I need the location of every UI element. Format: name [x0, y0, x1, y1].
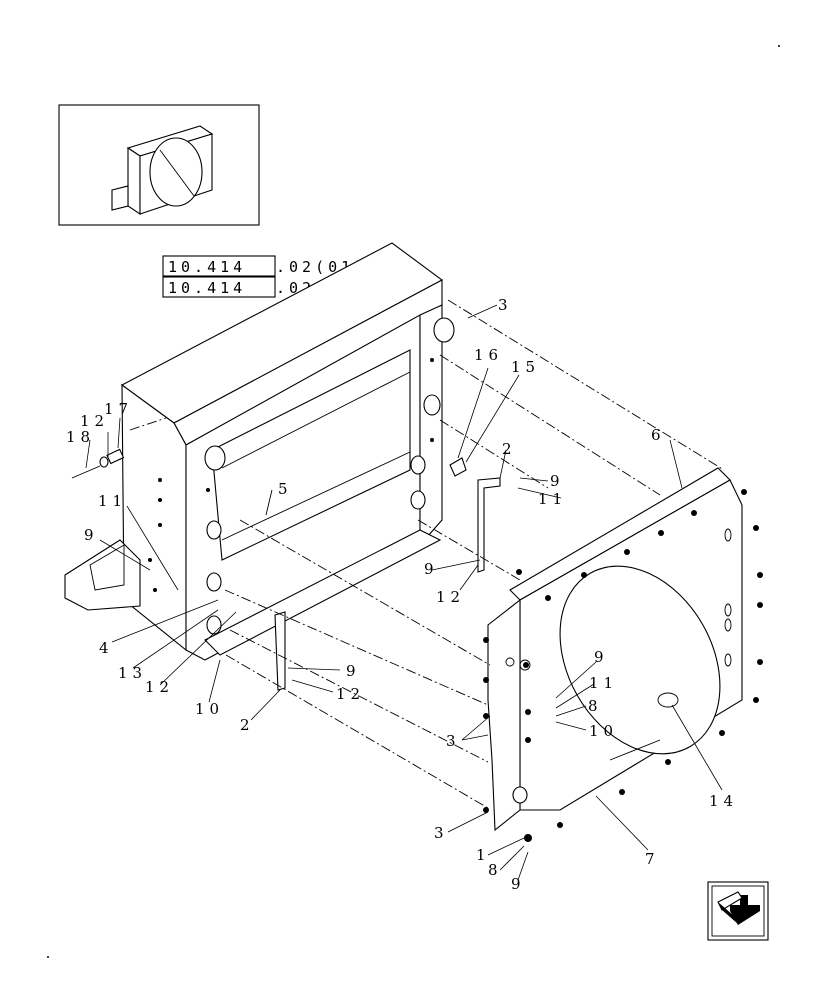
reference-code: 10.414 — [168, 279, 246, 297]
thumbnail-inset[interactable] — [58, 104, 260, 226]
callout: 7 — [645, 850, 660, 868]
callout: 17 — [104, 400, 133, 418]
callout: 10 — [589, 722, 618, 740]
callouts: 3 16 15 17 12 18 2 9 11 5 6 11 9 9 12 4 … — [66, 296, 738, 893]
callout: 1 — [476, 846, 491, 864]
callout: 9 — [84, 526, 99, 544]
callout: 9 — [424, 560, 439, 578]
callout: 8 — [488, 861, 503, 879]
callout: 11 — [98, 492, 127, 510]
callout: 9 — [346, 662, 361, 680]
callout: 16 — [474, 346, 503, 364]
reference-code: 10.414 — [168, 258, 246, 276]
callout: 2 — [502, 440, 517, 458]
fan-shroud — [487, 467, 743, 832]
callout: 5 — [278, 480, 293, 498]
callout: 2 — [240, 716, 255, 734]
hose-outlet-upper-icon — [204, 317, 455, 635]
callout: 12 — [436, 588, 465, 606]
leader-lines — [85, 304, 723, 881]
callout: 3 — [498, 296, 513, 314]
callout: 10 — [195, 700, 224, 718]
callout: 3 — [446, 732, 461, 750]
callout: 13 — [118, 664, 147, 682]
callout: 14 — [709, 792, 738, 810]
radiator-assembly-thumbnail-icon — [111, 125, 214, 216]
assembly-lines — [129, 299, 725, 809]
callout: 9 — [550, 472, 565, 490]
callout: 11 — [538, 490, 567, 508]
callout: 11 — [589, 674, 618, 692]
callout: 12 — [336, 685, 365, 703]
callout: 9 — [511, 875, 526, 893]
callout: 12 — [80, 412, 109, 430]
callout: 15 — [511, 358, 540, 376]
callout: 9 — [594, 648, 609, 666]
callout: 4 — [99, 639, 114, 657]
bolt-icons — [483, 489, 763, 842]
bracket-part-2 — [274, 477, 501, 691]
callout: 8 — [588, 697, 603, 715]
radiator-assembly — [64, 242, 455, 661]
fasteners-left — [71, 448, 467, 516]
callout: 6 — [651, 426, 666, 444]
callout: 18 — [66, 428, 95, 446]
callout: 12 — [145, 678, 174, 696]
callout: 3 — [434, 824, 449, 842]
next-page-button[interactable] — [707, 881, 769, 941]
next-page-arrow-icon — [717, 891, 760, 925]
